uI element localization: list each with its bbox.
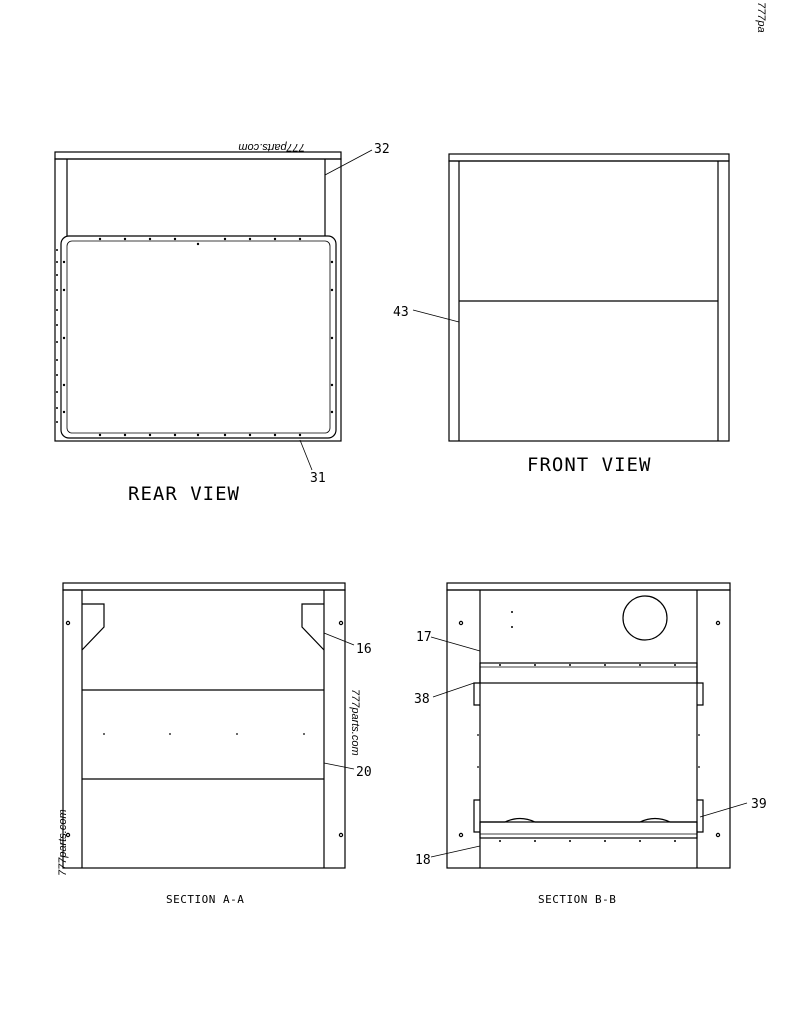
front-view-drawing: [412, 153, 730, 442]
watermark-rear-top: 777parts.com: [238, 141, 305, 153]
rear-view-title: REAR VIEW: [128, 483, 240, 505]
callout-32: 32: [374, 142, 390, 157]
callout-39: 39: [751, 797, 767, 812]
watermark-top-right: 777pa: [755, 2, 767, 33]
section-a-title: SECTION A-A: [166, 893, 244, 906]
section-b-title: SECTION B-B: [538, 893, 616, 906]
callout-16: 16: [356, 642, 372, 657]
callout-20: 20: [356, 765, 372, 780]
callout-43: 43: [393, 305, 409, 320]
watermark-section-a-right: 777parts.com: [349, 689, 361, 756]
watermark-section-a-left: 777parts.com: [57, 809, 69, 876]
callout-31: 31: [310, 471, 326, 486]
callout-17: 17: [416, 630, 432, 645]
front-view-title: FRONT VIEW: [527, 454, 651, 476]
rear-view-drawing: [54, 149, 373, 471]
callout-18: 18: [415, 853, 431, 868]
callout-38: 38: [414, 692, 430, 707]
section-a-drawing: [62, 582, 355, 869]
section-b-drawing: [430, 582, 748, 869]
